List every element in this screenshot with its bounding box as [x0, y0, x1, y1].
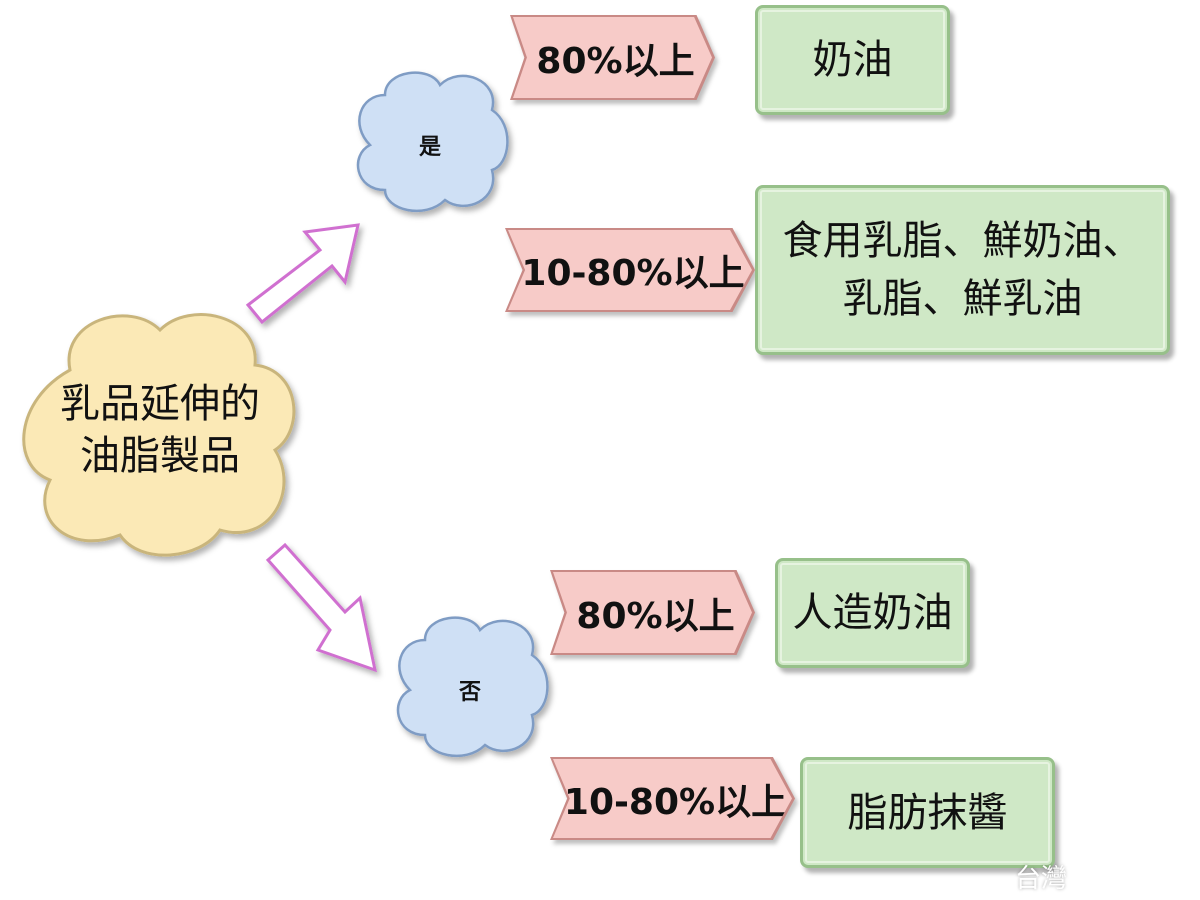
product-line: 食用乳脂、鮮奶油、 [782, 218, 1143, 264]
arrow-to-yes [245, 223, 360, 325]
range-tag: 10-80%以上 [550, 757, 795, 840]
root-label-line2: 油脂製品 [80, 433, 240, 479]
product-line: 乳脂、鮮乳油 [842, 276, 1083, 322]
range-tag: 10-80%以上 [505, 228, 755, 312]
product-box: 人造奶油 [775, 558, 970, 668]
range-tag: 80%以上 [510, 15, 715, 100]
root-cloud [22, 313, 296, 557]
range-tag-label: 10-80%以上 [553, 759, 792, 838]
product-box: 奶油 [755, 5, 950, 115]
condition-yes-label: 是 [418, 135, 441, 160]
range-tag-label: 80%以上 [553, 572, 752, 653]
root-label-line1: 乳品延伸的 [60, 381, 260, 427]
watermark: 台灣 [1015, 864, 1068, 894]
range-tag-label: 10-80%以上 [508, 230, 752, 310]
cloud-no [396, 616, 549, 758]
range-tag-label: 80%以上 [513, 17, 712, 98]
root-label: 乳品延伸的油脂製品 [40, 360, 280, 500]
cloud-yes [356, 71, 509, 213]
range-tag: 80%以上 [550, 570, 755, 655]
condition-no-label: 否 [458, 680, 481, 705]
product-box: 食用乳脂、鮮奶油、乳脂、鮮乳油 [755, 185, 1170, 355]
arrow-to-no [265, 542, 378, 673]
product-box: 脂肪抹醬 [800, 757, 1055, 868]
